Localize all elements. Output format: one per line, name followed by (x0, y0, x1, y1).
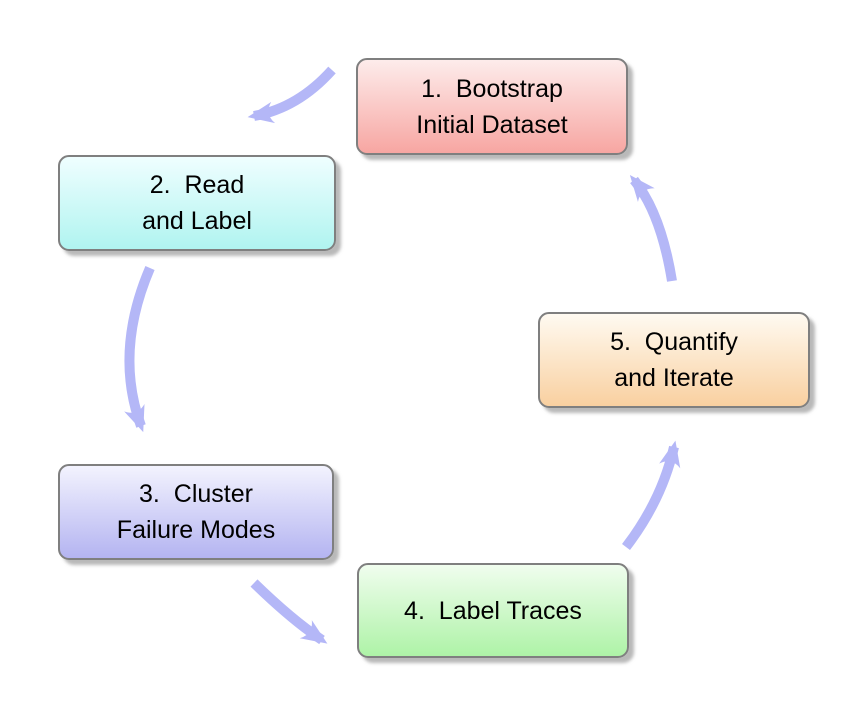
node-label-line: Failure Modes (116, 516, 276, 544)
flow-node-label-traces: 4. Label Traces (357, 563, 629, 658)
arrow-3-to-4 (250, 579, 328, 645)
flow-node-cluster-failure-modes: 3. Cluster Failure Modes (58, 464, 334, 560)
arrow-5-to-1 (629, 174, 677, 282)
node-label-line: 1. Bootstrap (421, 74, 563, 103)
arrow-1-to-2 (247, 66, 336, 124)
node-label-line: 4. Label Traces (404, 596, 582, 625)
node-label-line: and Label (142, 207, 252, 235)
flow-node-quantify-and-iterate: 5. Quantify and Iterate (538, 312, 810, 408)
node-label-line: Initial Dataset (416, 110, 568, 139)
flow-node-read-and-label: 2. Read and Label (58, 155, 336, 251)
node-label-line: and Iterate (614, 364, 734, 392)
node-label-line: 2. Read (149, 171, 245, 199)
flow-node-bootstrap-initial-dataset: 1. Bootstrap Initial Dataset (356, 58, 628, 155)
arrow-2-to-3 (124, 266, 155, 433)
arrow-4-to-5 (622, 440, 681, 551)
node-label-line: 5. Quantify (610, 328, 738, 356)
node-label-line: 3. Cluster (139, 480, 253, 508)
